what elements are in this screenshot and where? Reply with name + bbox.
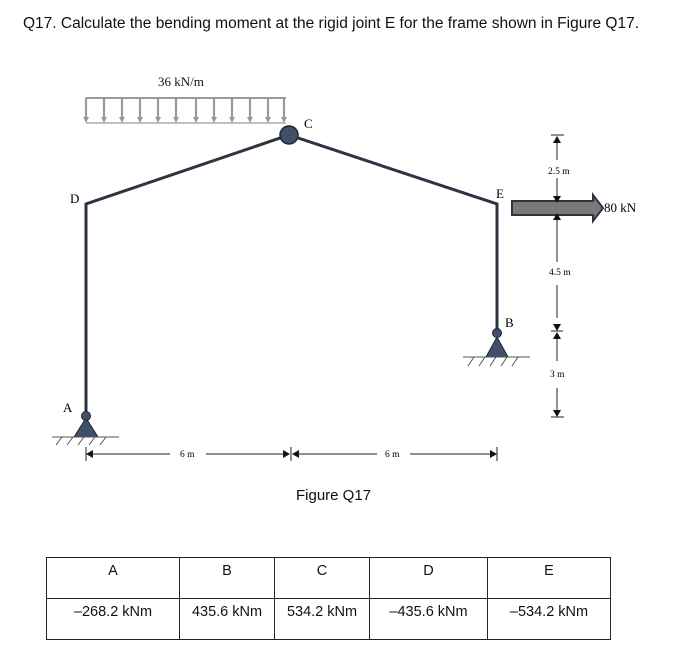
dim-vertical-middle: 4.5 m (549, 268, 571, 278)
hinge-c (279, 125, 299, 145)
value-cell-e: –534.2 kNm (487, 598, 611, 640)
frame-members (84, 133, 499, 413)
figure-caption: Figure Q17 (296, 487, 372, 504)
answer-options-table: A B C D E –268.2 kNm 435.6 kNm 534.2 kNm… (46, 557, 611, 640)
header-cell-c: C (274, 557, 370, 599)
vertical-dimensions (551, 134, 564, 418)
table-header-row: A B C D E (46, 557, 611, 599)
point-load-label: 80 kN (604, 200, 637, 215)
point-load-arrow (511, 192, 605, 224)
distributed-load (83, 97, 287, 124)
node-label-b: B (505, 315, 514, 330)
value-cell-a: –268.2 kNm (46, 598, 180, 640)
node-label-a: A (63, 400, 73, 415)
dim-vertical-bottom: 3 m (550, 370, 565, 380)
value-cell-c: 534.2 kNm (274, 598, 370, 640)
frame-figure: 36 kN/m C D E B A 80 kN (52, 74, 637, 461)
horizontal-dimensions (85, 447, 498, 461)
dim-horizontal-right: 6 m (385, 450, 400, 460)
dim-horizontal-left: 6 m (180, 450, 195, 460)
distributed-load-label: 36 kN/m (158, 74, 204, 89)
header-cell-e: E (487, 557, 611, 599)
header-cell-b: B (179, 557, 275, 599)
pin-support-a (52, 411, 119, 446)
header-cell-a: A (46, 557, 180, 599)
header-cell-d: D (369, 557, 488, 599)
value-cell-d: –435.6 kNm (369, 598, 488, 640)
question-text: Q17. Calculate the bending moment at the… (23, 15, 640, 32)
node-label-c: C (304, 116, 313, 131)
node-label-d: D (70, 191, 79, 206)
dim-vertical-top: 2.5 m (548, 167, 570, 177)
value-cell-b: 435.6 kNm (179, 598, 275, 640)
node-label-e: E (496, 186, 504, 201)
table-value-row: –268.2 kNm 435.6 kNm 534.2 kNm –435.6 kN… (46, 598, 611, 640)
pin-support-b (463, 328, 530, 367)
